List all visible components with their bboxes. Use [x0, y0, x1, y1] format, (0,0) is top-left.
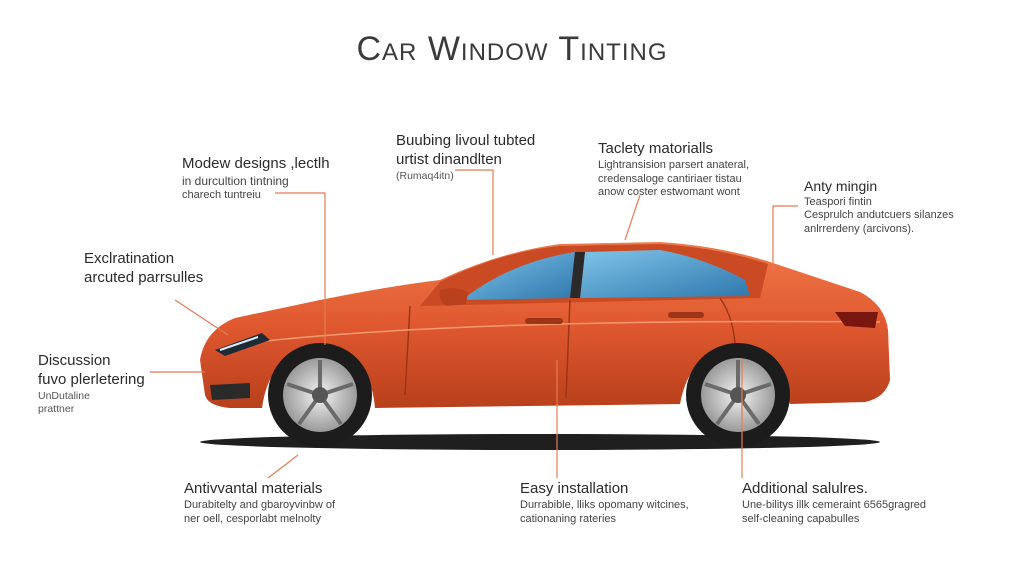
annotation-bottom-center: Easy installation Durrabible, lliks opom… — [520, 480, 689, 526]
annotation-line: ner oell, cesporlabt melnolty — [184, 512, 321, 525]
annotation-line: Lightransision parsert anateral, — [598, 158, 750, 171]
page-title: Car Window Tinting — [356, 30, 668, 68]
rear-window — [462, 252, 575, 300]
leader-top-left — [275, 192, 326, 345]
annotation-left-mid: Exclratination arcuted parrsulles — [84, 250, 203, 288]
door-line-middle — [565, 299, 571, 399]
annotation-heading-line2: arcuted parrsulles — [84, 268, 204, 286]
door-line-front — [404, 305, 411, 396]
annotation-line: anlrrerdeny (arcivons). — [804, 223, 915, 235]
leader-far-right — [772, 205, 798, 270]
annotation-heading: Modew designs ,lectlh — [182, 155, 330, 172]
side-mirror — [439, 288, 468, 306]
annotation-bottom-left: Antivvantal materials Durabitelty and gb… — [184, 480, 335, 526]
annotation-heading: Buubing livoul tubted — [396, 132, 536, 149]
annotation-heading: Discussion — [38, 352, 111, 369]
annotation-heading: Additional salulres. — [742, 480, 868, 497]
annotation-heading: Exclratination — [84, 250, 175, 267]
annotation-line: anow coster estwomant wont — [598, 186, 740, 199]
body-crease — [229, 320, 881, 346]
leader-top-center — [455, 169, 494, 255]
headlight — [215, 333, 270, 356]
annotation-small: UnDutaline — [38, 389, 90, 402]
tail-light — [835, 312, 878, 328]
annotation-heading: Antivvantal materials — [184, 480, 323, 497]
annotation-line: Durabitelty and gbaroyvinbw of — [184, 498, 336, 511]
leader-left-mid — [174, 299, 229, 336]
front-window — [580, 250, 750, 298]
annotation-line: Une-bilitys illk cemeraint 6565gragred — [742, 498, 927, 511]
annotation-bottom-right: Additional salulres. Une-bilitys illk ce… — [742, 480, 926, 526]
annotation-top-center: Buubing livoul tubted urtist dinandlten … — [396, 132, 535, 183]
rear-wheel — [686, 343, 790, 447]
headlight-glow — [219, 336, 259, 351]
annotation-heading-line2: urtist dinandlten — [396, 150, 502, 168]
annotation-line: credensaloge cantiriaer tistau — [598, 172, 742, 185]
door-handle-rear — [668, 312, 704, 318]
leader-bottom-left — [267, 454, 299, 479]
annotation-line: Cesprulch andutcuers silanzes — [804, 209, 954, 222]
annotation-sub: in durcultion tintning — [182, 173, 289, 188]
annotation-line: self-cleaning capabulles — [742, 512, 860, 525]
annotation-sub: (Rumaq4itn) — [396, 169, 454, 182]
annotation-heading: Easy installation — [520, 480, 629, 497]
annotation-sub: Teaspori fintin — [804, 195, 872, 208]
annotation-sub: fuvo plerletering — [38, 370, 145, 388]
window-divider — [570, 252, 585, 298]
annotation-small: prattner — [38, 402, 75, 415]
annotation-sub2: charech tuntreiu — [182, 188, 261, 201]
annotation-top-left: Modew designs ,lectlh in durcultion tint… — [182, 155, 330, 203]
annotation-heading: Anty mingin — [804, 178, 878, 194]
front-bumper-vent — [210, 383, 250, 400]
annotation-top-right: Taclety matorialls Lightransision parser… — [598, 140, 749, 200]
leader-top-right — [624, 194, 641, 241]
annotation-left-low: Discussion fuvo plerletering UnDutaline … — [38, 352, 145, 416]
front-wheel — [268, 343, 372, 447]
annotation-line: Durrabible, lliks opomany witcines, — [520, 498, 689, 511]
annotation-far-right: Anty mingin Teaspori fintin Cesprulch an… — [804, 178, 954, 237]
door-handle-front — [525, 318, 563, 324]
annotation-line: cationaning rateries — [520, 512, 617, 525]
annotation-heading: Taclety matorialls — [598, 140, 714, 157]
